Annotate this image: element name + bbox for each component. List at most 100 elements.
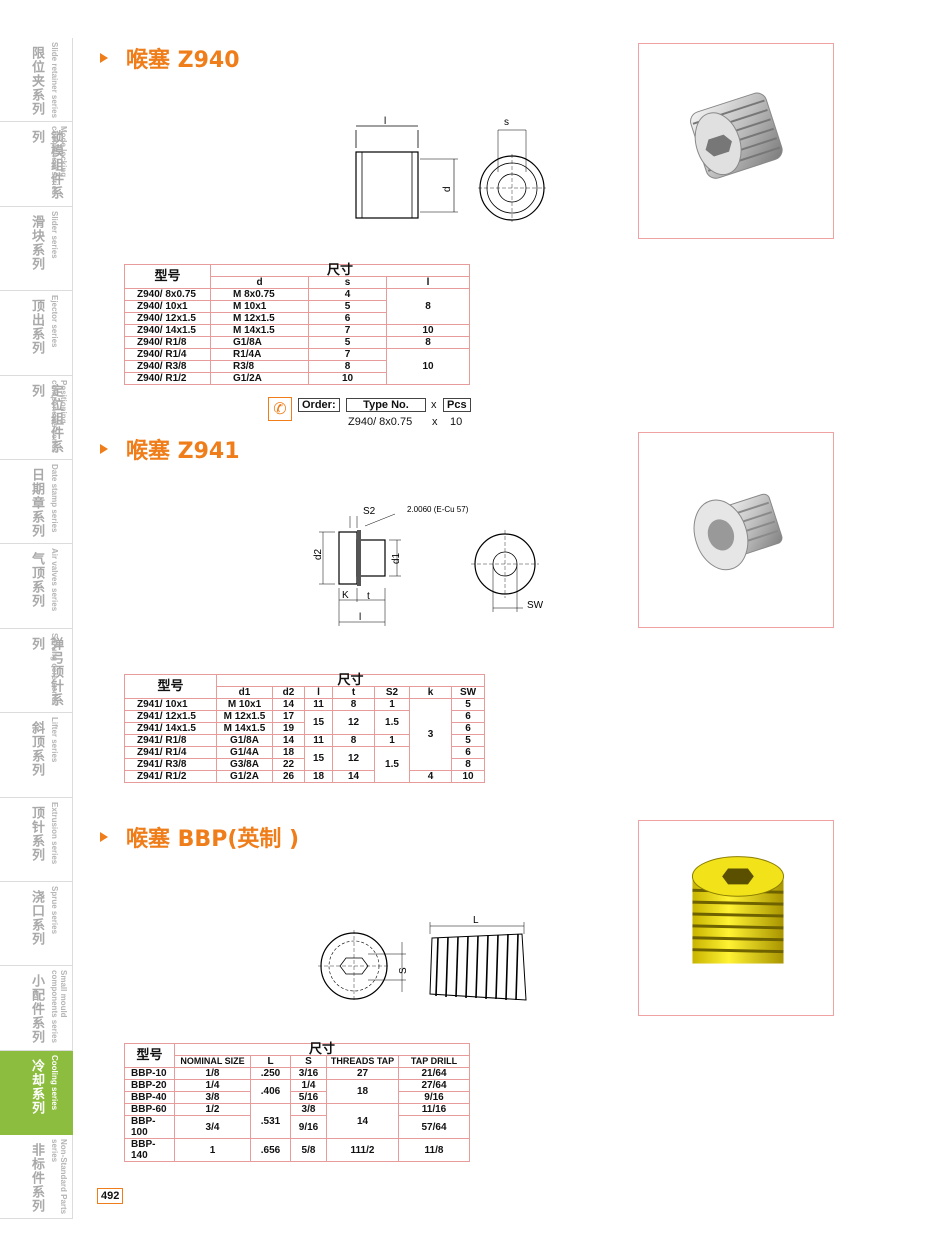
sidebar-item-sublabel: Non-Standard Parts series xyxy=(50,1139,68,1215)
header-model: 型号 xyxy=(124,264,211,289)
sidebar-item-label: 顶针系列 xyxy=(29,805,44,862)
dim-sw-label: SW xyxy=(527,600,544,611)
col-s: s xyxy=(308,276,387,289)
sidebar-item-2[interactable]: 滑块系列 Slider series xyxy=(0,206,73,292)
sidebar-item-label: 滑块系列 xyxy=(29,214,44,271)
header-model: 型号 xyxy=(124,674,217,699)
dim-t-label: t xyxy=(367,591,370,602)
sidebar-item-label: 限位夹系列 xyxy=(29,46,44,116)
sidebar-item-sublabel: Cooling series xyxy=(50,1054,59,1110)
sidebar-item-10[interactable]: 浇口系列 Sprue series xyxy=(0,881,73,967)
sidebar-item-sublabel: Ejector series xyxy=(50,295,59,348)
orange-arrow-icon xyxy=(100,53,108,63)
dim-l-label: l xyxy=(359,612,361,623)
sidebar-item-0[interactable]: 限位夹系列 Slide retainer series xyxy=(0,38,73,123)
dim-l-label: L xyxy=(473,915,479,926)
sidebar-item-label: 定位组件系列 xyxy=(29,383,63,454)
sidebar-item-label: 小配件系列 xyxy=(29,974,44,1045)
sidebar-item-label: 斜顶系列 xyxy=(29,721,44,778)
times-sign: x xyxy=(431,399,437,411)
sidebar-item-sublabel: Air valves series xyxy=(50,548,59,612)
z941-product-photo xyxy=(638,432,834,628)
dim-s2-label: S2 xyxy=(363,506,376,517)
bbp-spec-table: 型号 尺寸 NOMINAL SIZE L S THREADS TAP TAP D… xyxy=(124,1043,470,1162)
z940-technical-drawing: l d s xyxy=(340,112,560,222)
sidebar-item-13[interactable]: 非标件系列 Non-Standard Parts series xyxy=(0,1135,73,1220)
section-title-z941: 喉塞 Z941 xyxy=(100,433,240,465)
sidebar-item-sublabel: Mode locking component series xyxy=(50,126,68,195)
section-title-bbp: 喉塞 BBP(英制 ) xyxy=(100,821,299,853)
order-label: Order: xyxy=(298,398,340,412)
sidebar-item-11[interactable]: 小配件系列 Small mould components series xyxy=(0,966,73,1051)
sidebar-item-sublabel: Extrusion series xyxy=(50,801,59,864)
header-size: 尺寸 xyxy=(210,264,470,277)
sidebar-item-sublabel: Slide retainer series xyxy=(50,42,59,119)
order-example-times: x xyxy=(432,416,438,428)
sidebar-item-label: 日期章系列 xyxy=(29,467,44,538)
sidebar-item-label: 冷却系列 xyxy=(29,1058,44,1115)
dim-d-label: d xyxy=(442,186,453,192)
order-example-qty: 10 xyxy=(450,416,463,428)
sidebar-item-sublabel: Sprue series xyxy=(50,885,59,934)
z940-product-photo xyxy=(638,43,834,239)
sidebar-item-sublabel: Date stamp series xyxy=(50,463,59,533)
orange-arrow-icon xyxy=(100,444,108,454)
type-no-box: Type No. xyxy=(346,398,426,412)
sidebar-item-9[interactable]: 顶针系列 Extrusion series xyxy=(0,797,73,882)
sidebar-item-label: 弹弓顶针系列 xyxy=(29,636,63,707)
phone-icon: ✆ xyxy=(268,397,292,421)
sidebar-item-label: 浇口系列 xyxy=(29,889,44,946)
sidebar-item-5[interactable]: 日期章系列 Date stamp series xyxy=(0,459,73,545)
dim-k-label: K xyxy=(342,590,349,601)
section-title-text: 喉塞 BBP(英制 ) xyxy=(126,827,300,852)
sidebar-item-sublabel: Slider series xyxy=(50,210,59,259)
dim-s-label: s xyxy=(504,117,509,128)
orange-arrow-icon xyxy=(100,832,108,842)
sidebar-item-6[interactable]: 气顶系列 Air valves series xyxy=(0,544,73,629)
sidebar-item-sublabel: Small mould components series xyxy=(50,970,68,1044)
order-example-model: Z940/ 8x0.75 xyxy=(348,416,413,428)
sidebar-item-12[interactable]: 冷却系列 Cooling series xyxy=(0,1050,73,1136)
z941-technical-drawing: S2 2.0060 (E-Cu 57) d2 d1 K t l SW xyxy=(305,500,555,632)
sidebar-item-sublabel: Sprung core series xyxy=(50,632,59,706)
bbp-technical-drawing: S L xyxy=(318,912,543,1006)
sidebar-item-label: 非标件系列 xyxy=(29,1143,44,1214)
sidebar-item-3[interactable]: 顶出系列 Ejector series xyxy=(0,291,73,376)
sidebar-item-label: 气顶系列 xyxy=(29,552,44,609)
sidebar-item-label: 顶出系列 xyxy=(29,299,44,356)
page-number: 492 xyxy=(97,1188,124,1204)
section-title-z940: 喉塞 Z940 xyxy=(100,42,240,74)
section-title-text: 喉塞 Z941 xyxy=(126,439,240,464)
header-size: 尺寸 xyxy=(174,1043,470,1056)
material-label: 2.0060 (E-Cu 57) xyxy=(407,505,469,514)
dim-d2-label: d2 xyxy=(313,548,324,560)
section-title-text: 喉塞 Z940 xyxy=(126,48,240,73)
sidebar-item-sublabel: Positioning components series xyxy=(50,379,68,453)
col-d: d xyxy=(210,276,309,289)
header-size: 尺寸 xyxy=(216,674,485,687)
dim-d1-label: d1 xyxy=(391,552,402,564)
dim-s-label: S xyxy=(398,967,409,974)
sidebar-item-label: 锁模组件系列 xyxy=(29,130,63,201)
